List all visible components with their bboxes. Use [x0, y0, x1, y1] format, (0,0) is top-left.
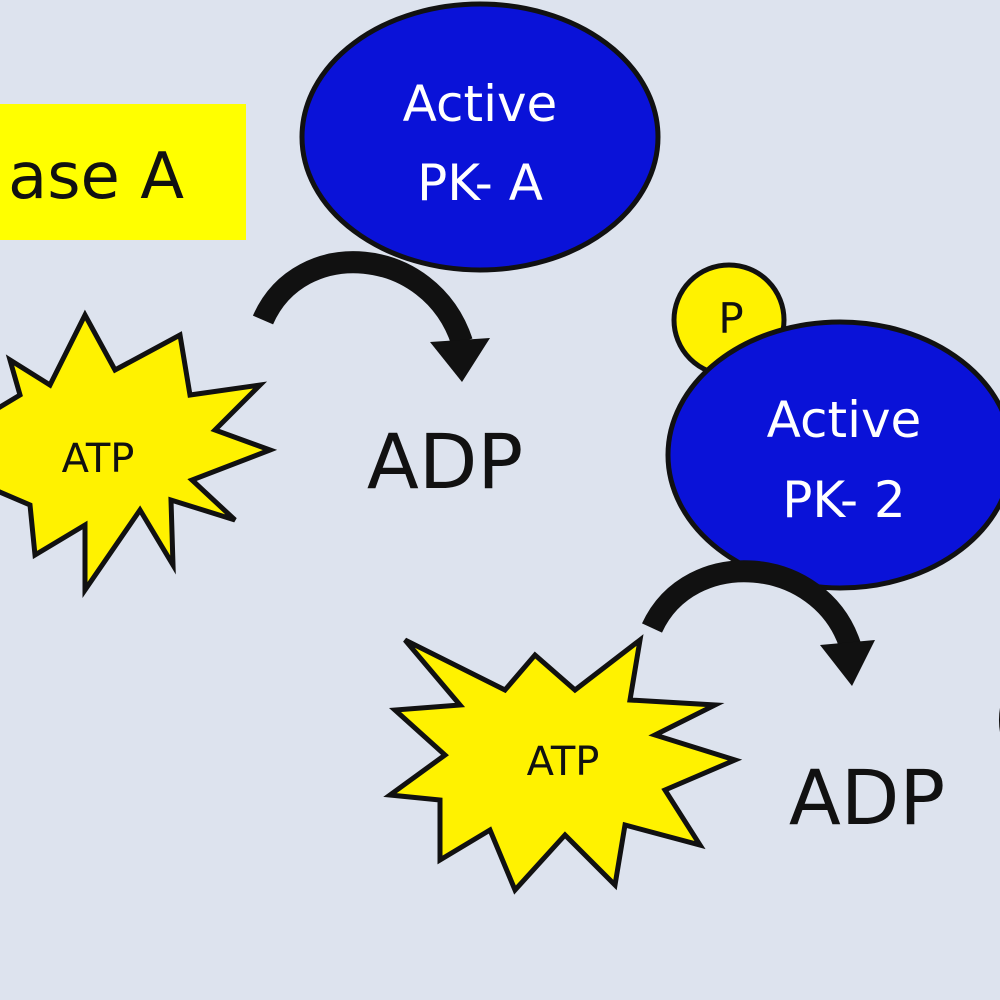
active-pka-label-line2: PK- A	[417, 154, 543, 212]
active-pk2-label-line1: Active	[767, 391, 922, 449]
active-pk2-label-line2: PK- 2	[782, 471, 905, 529]
atp-label-bottom: ATP	[527, 739, 600, 785]
active-pk2-enzyme	[665, 319, 1000, 591]
reaction-arrow-bottom	[642, 560, 875, 686]
active-pka-enzyme	[299, 1, 661, 273]
phosphate-label: P	[718, 294, 743, 343]
atp-label-left: ATP	[62, 436, 135, 482]
active-pka-label-line1: Active	[403, 75, 558, 133]
atp-star-left	[0, 309, 278, 599]
header-label: ase A	[8, 140, 184, 214]
adp-label-top: ADP	[367, 417, 523, 506]
adp-label-bottom: ADP	[789, 753, 945, 842]
reaction-arrow-top	[252, 251, 490, 382]
atp-star-bottom	[383, 634, 743, 895]
header-box	[0, 104, 246, 240]
